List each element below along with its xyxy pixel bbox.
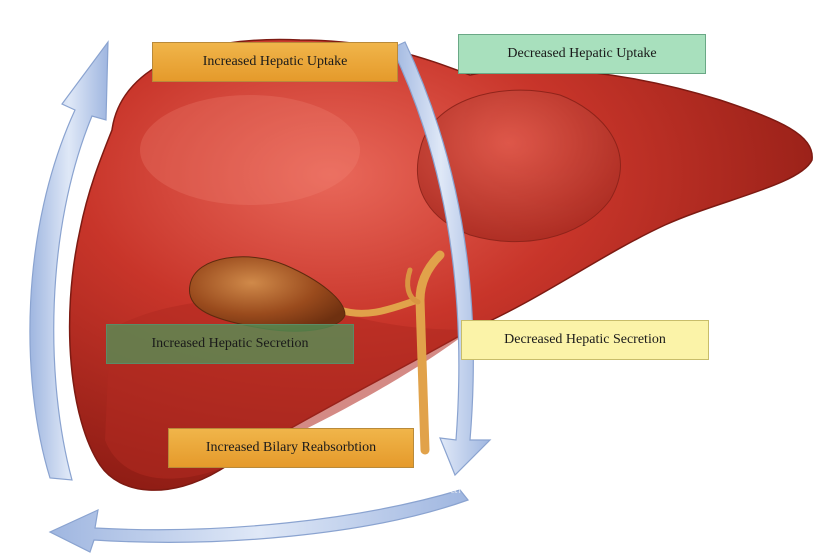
decreased-hepatic-uptake-label: Decreased Hepatic Uptake [458,34,706,74]
decreased-hepatic-secretion-label: Decreased Hepatic Secretion [461,320,709,360]
increased-bilary-reabsorption-label: Increased Bilary Reabsorbtion [168,428,414,468]
increased-hepatic-uptake-label: Increased Hepatic Uptake [152,42,398,82]
increased-hepatic-secretion-label: Increased Hepatic Secretion [106,324,354,364]
bottom-leftward-arrow [50,490,468,552]
source-watermark: http://www.healthcentral.com/.../liver-g… [300,481,666,496]
liver-highlight [140,95,360,205]
